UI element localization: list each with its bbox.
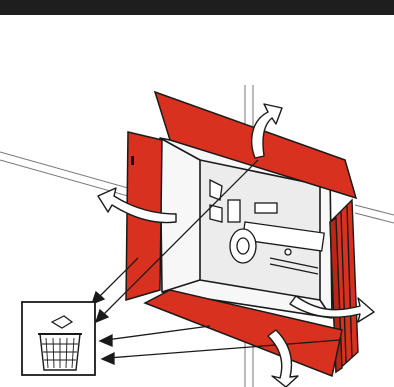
trash-bin-icon — [22, 302, 95, 375]
